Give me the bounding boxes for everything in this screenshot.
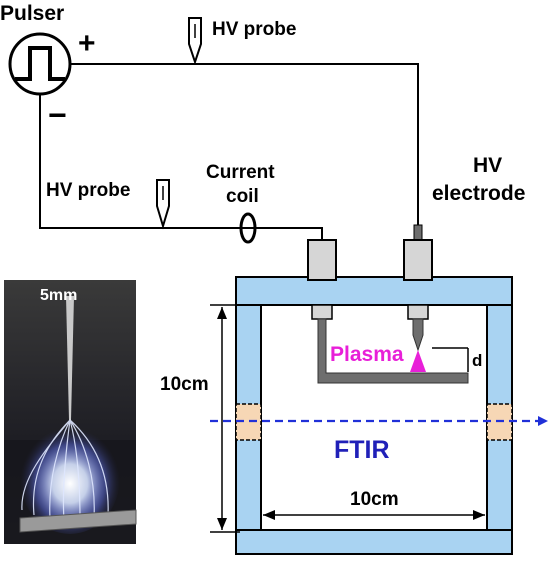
width-dimension bbox=[263, 510, 485, 520]
height-dimension-label: 10cm bbox=[160, 374, 209, 395]
ground-electrode bbox=[307, 239, 469, 384]
hv-probe-top-label: HV probe bbox=[212, 19, 296, 40]
gap-label: d bbox=[472, 351, 482, 370]
width-dimension-label: 10cm bbox=[350, 489, 399, 510]
photo-needle bbox=[66, 296, 74, 420]
minus-terminal-label: − bbox=[48, 97, 67, 133]
pulser-circle bbox=[8, 32, 72, 96]
ground-connector bbox=[307, 239, 337, 281]
pulser-label: Pulser bbox=[0, 2, 64, 25]
coil-icon bbox=[239, 212, 257, 244]
gap-marker bbox=[432, 347, 469, 372]
photo-glow bbox=[20, 422, 120, 534]
hv-electrode bbox=[403, 224, 433, 372]
height-dimension bbox=[210, 304, 240, 533]
hv-probe-left: HV probe bbox=[46, 179, 170, 230]
photo-plate bbox=[19, 509, 137, 533]
chamber-top-plate bbox=[235, 276, 513, 306]
hv-electrode-label-line2: electrode bbox=[432, 182, 525, 205]
ground-electrode-rod bbox=[317, 318, 469, 384]
plasma-discharge bbox=[410, 350, 426, 372]
chamber-bottom-plate bbox=[235, 529, 513, 555]
hv-electrode-label-line1: HV bbox=[473, 154, 502, 177]
current-coil-label-line2: coil bbox=[226, 186, 259, 207]
probe-icon bbox=[156, 179, 170, 230]
wiring bbox=[39, 63, 419, 240]
hv-probe-left-label: HV probe bbox=[46, 180, 130, 201]
plus-terminal-label: + bbox=[78, 27, 96, 60]
current-coil-label-line1: Current bbox=[206, 162, 275, 183]
hv-connector bbox=[403, 239, 433, 281]
plasma-label: Plasma bbox=[330, 343, 404, 366]
current-coil: Current coil bbox=[206, 162, 275, 244]
photo-scale-label: 5mm bbox=[40, 287, 77, 304]
reactor-chamber bbox=[235, 276, 513, 555]
hv-needle bbox=[412, 318, 424, 352]
discharge-photo: 5mm bbox=[4, 280, 137, 544]
hv-probe-top: HV probe bbox=[188, 17, 296, 66]
ftir-label: FTIR bbox=[334, 436, 390, 464]
pulser: Pulser + − bbox=[0, 2, 96, 133]
pulse-waveform-icon bbox=[15, 46, 65, 81]
probe-icon bbox=[188, 17, 202, 66]
